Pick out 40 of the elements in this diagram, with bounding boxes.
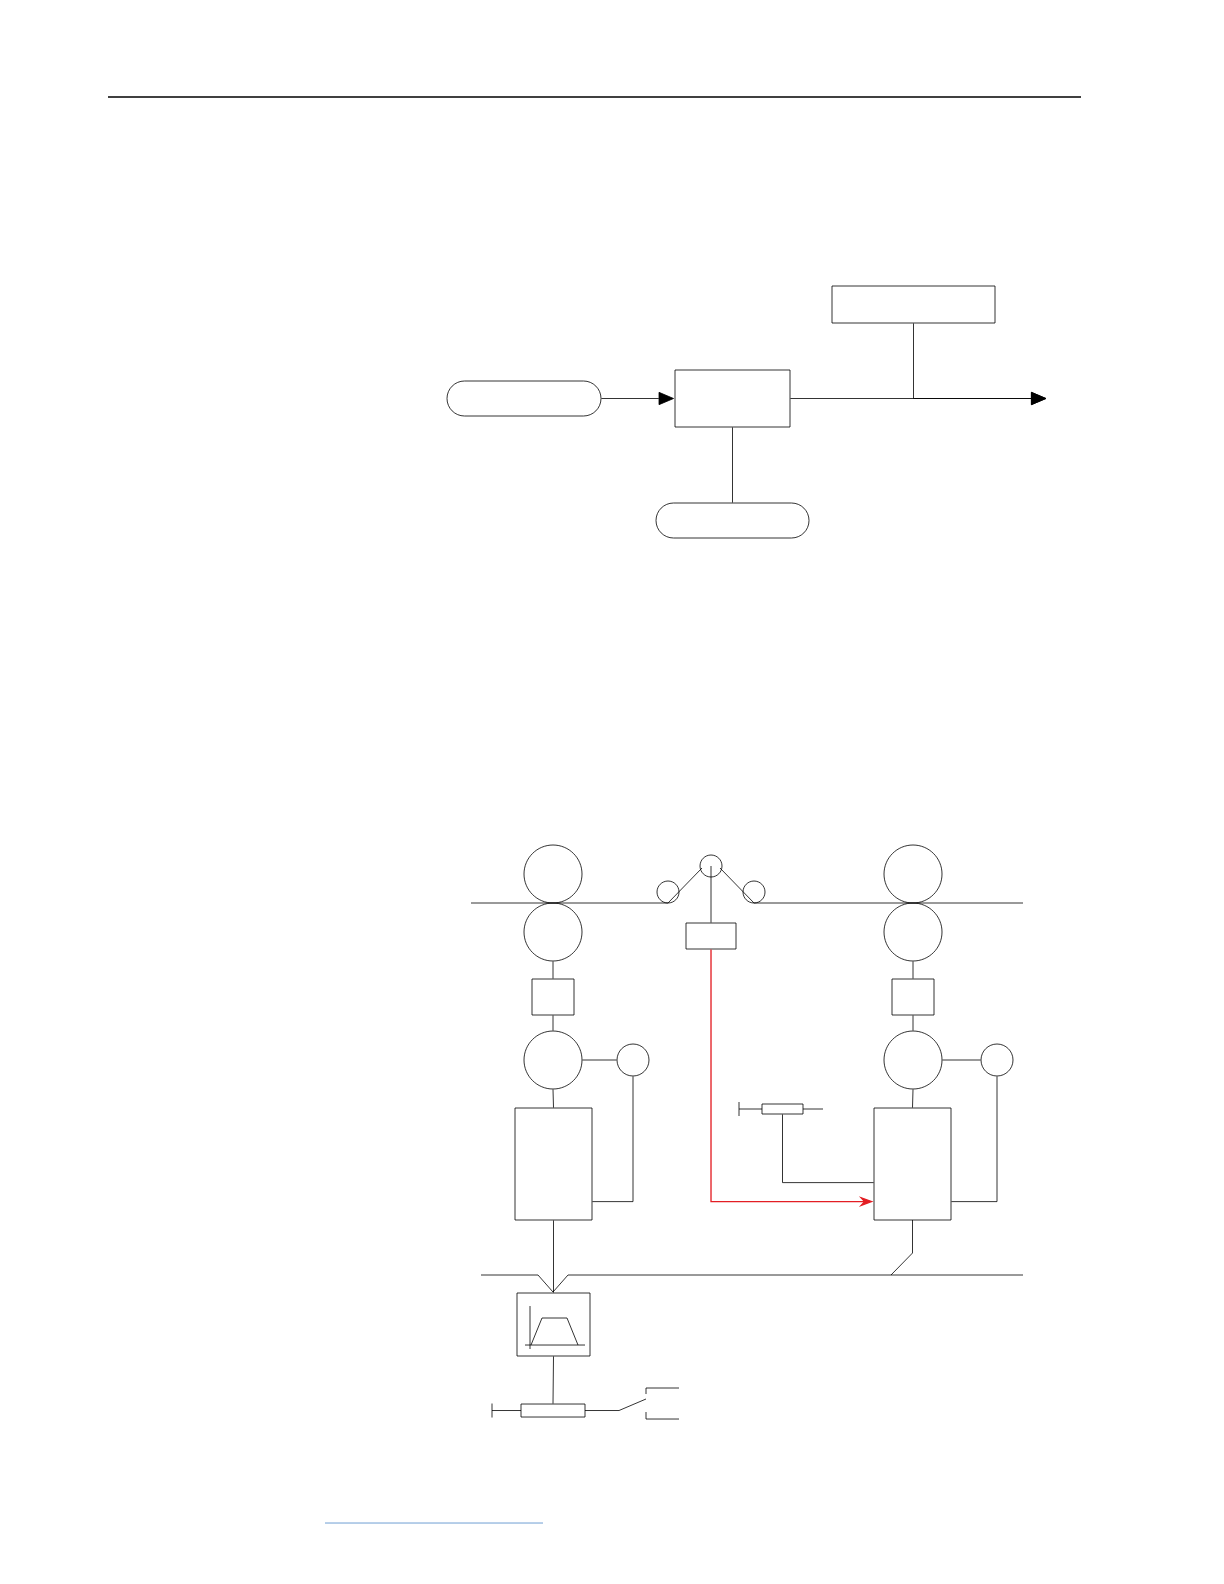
connector <box>912 961 914 979</box>
connector <box>942 1059 981 1061</box>
roll-circle <box>883 844 943 904</box>
roll-circle <box>883 1030 943 1090</box>
roll-circle <box>883 902 943 962</box>
terminal-pill <box>655 502 810 539</box>
connector <box>951 1076 998 1202</box>
connector <box>710 865 712 923</box>
block-box <box>674 369 791 428</box>
connector <box>552 1089 554 1108</box>
connector <box>582 1059 617 1061</box>
connector <box>552 961 554 979</box>
connector <box>912 1089 914 1108</box>
connector <box>552 1356 554 1404</box>
connector <box>552 1015 554 1031</box>
block-box <box>531 978 575 1016</box>
roll-circle <box>742 880 766 904</box>
connector <box>912 1015 914 1031</box>
connector <box>592 1076 634 1202</box>
roll-circle <box>980 1043 1014 1077</box>
block-box <box>831 285 996 324</box>
block-box <box>873 1107 952 1221</box>
potentiometer <box>738 1101 824 1117</box>
connector <box>732 427 733 503</box>
connector <box>601 391 674 406</box>
connector <box>782 1114 874 1183</box>
potentiometer <box>491 1387 680 1420</box>
roll-circle <box>616 1043 650 1077</box>
roll-circle <box>523 902 583 962</box>
roll-circle <box>699 854 723 878</box>
terminal-pill <box>446 380 602 417</box>
block-box <box>516 1292 591 1357</box>
connector <box>913 323 1047 406</box>
connector <box>553 1220 554 1293</box>
block-box <box>514 1107 593 1221</box>
roll-circle <box>656 880 680 904</box>
roll-circle <box>523 844 583 904</box>
block-box <box>685 922 737 950</box>
roll-circle <box>523 1030 583 1090</box>
block-box <box>891 978 935 1016</box>
